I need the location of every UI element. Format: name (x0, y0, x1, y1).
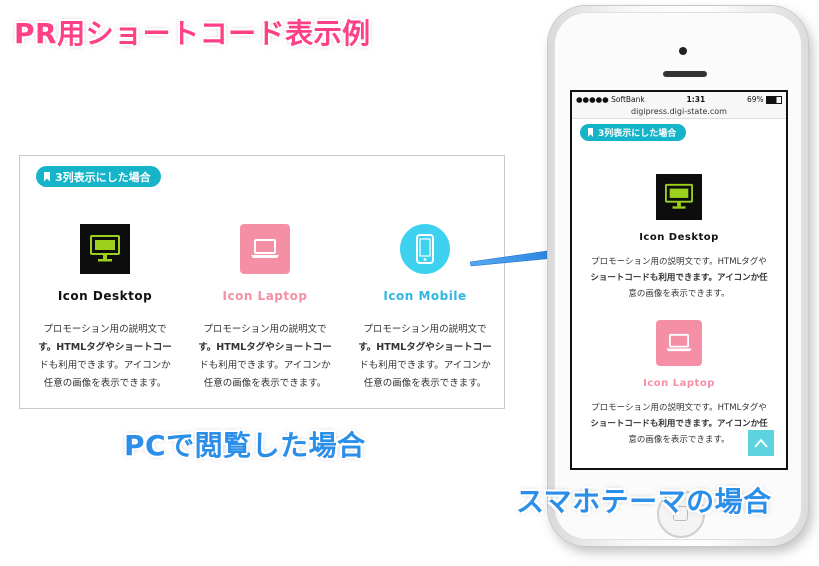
desc-line: 任意の画像を表示できます。 (43, 378, 167, 389)
mobile-description: プロモーション用の説明文です。HTMLタグや ショートコードも利用できます。アイ… (584, 254, 774, 302)
chevron-up-icon (754, 438, 768, 448)
mobile-title-laptop: Icon Laptop (643, 378, 715, 389)
desc-line: 意の画像を表示できます。 (628, 435, 730, 445)
laptop-icon (656, 320, 702, 366)
three-column-label: 3列表示にした場合 (580, 124, 687, 141)
status-bar: ●●●●● SoftBank 1:31 69% (572, 92, 786, 106)
desc-line: プロモーション用の説明文で (363, 324, 487, 335)
column-title-laptop: Icon Laptop (222, 289, 308, 303)
desc-line: 任意の画像を表示できます。 (363, 378, 487, 389)
mobile-icon (400, 224, 450, 274)
pc-example-box: 3列表示にした場合 Icon Desktop プロモーション用の説明文で す。H… (19, 155, 505, 409)
laptop-icon (240, 224, 290, 274)
battery-icon (766, 95, 782, 104)
bookmark-icon (588, 128, 593, 137)
camera-icon (679, 47, 687, 55)
desc-line: ドも利用できます。アイコンか (39, 360, 171, 371)
desc-line: 意の画像を表示できます。 (628, 289, 730, 299)
speaker-icon (663, 71, 707, 77)
desc-line: プロモーション用の説明文で (203, 324, 327, 335)
column-description: プロモーション用の説明文で す。HTMLタグやショートコー ドも利用できます。ア… (30, 321, 180, 393)
column-desktop: Icon Desktop プロモーション用の説明文で す。HTMLタグやショート… (25, 224, 185, 393)
desc-line: す。HTMLタグやショートコー (38, 342, 172, 353)
battery-label: 69% (747, 95, 782, 104)
desc-line: ドも利用できます。アイコンか (199, 360, 331, 371)
three-column-label-text: 3列表示にした場合 (55, 170, 151, 184)
three-column-label: 3列表示にした場合 (36, 166, 161, 187)
desktop-icon (656, 174, 702, 220)
column-description: プロモーション用の説明文で す。HTMLタグやショートコー ドも利用できます。ア… (190, 321, 340, 393)
clock-label: 1:31 (686, 94, 706, 104)
carrier-label: ●●●●● SoftBank (576, 94, 645, 104)
mobile-block-desktop: Icon Desktop プロモーション用の説明文です。HTMLタグや ショート… (572, 174, 786, 302)
desc-line: す。HTMLタグやショートコー (358, 342, 492, 353)
column-laptop: Icon Laptop プロモーション用の説明文で す。HTMLタグやショートコ… (185, 224, 345, 393)
url-bar[interactable]: digipress.digi-state.com (572, 106, 786, 119)
mobile-block-laptop: Icon Laptop プロモーション用の説明文です。HTMLタグや ショートコ… (572, 320, 786, 448)
page-title: PR用ショートコード表示例 (14, 17, 371, 50)
column-description: プロモーション用の説明文で す。HTMLタグやショートコー ドも利用できます。ア… (350, 321, 500, 393)
desc-line: ショートコードも利用できます。アイコンか任 (590, 419, 768, 429)
phone-screen: ●●●●● SoftBank 1:31 69% digipress.digi-s… (570, 90, 788, 470)
scroll-to-top-button[interactable] (748, 430, 774, 456)
desktop-icon (80, 224, 130, 274)
battery-percent: 69% (746, 94, 764, 104)
column-title-mobile: Icon Mobile (383, 289, 467, 303)
desc-line: す。HTMLタグやショートコー (198, 342, 332, 353)
bookmark-icon (44, 171, 50, 182)
column-mobile: Icon Mobile プロモーション用の説明文で す。HTMLタグやショートコ… (345, 224, 505, 393)
desc-line: プロモーション用の説明文で (43, 324, 167, 335)
smartphone-caption: スマホテーマの場合 (516, 485, 772, 518)
three-column-label-text: 3列表示にした場合 (598, 129, 677, 139)
desc-line: ショートコードも利用できます。アイコンか任 (590, 273, 768, 283)
desc-line: プロモーション用の説明文です。HTMLタグや (591, 403, 767, 413)
desc-line: プロモーション用の説明文です。HTMLタグや (591, 257, 767, 267)
mobile-title-desktop: Icon Desktop (639, 232, 719, 243)
column-title-desktop: Icon Desktop (57, 289, 153, 303)
desc-line: 任意の画像を表示できます。 (203, 378, 327, 389)
home-button[interactable] (657, 490, 705, 538)
mobile-description: プロモーション用の説明文です。HTMLタグや ショートコードも利用できます。アイ… (584, 400, 774, 448)
pc-caption: PCで閲覧した場合 (124, 429, 366, 462)
desc-line: ドも利用できます。アイコンか (359, 360, 491, 371)
